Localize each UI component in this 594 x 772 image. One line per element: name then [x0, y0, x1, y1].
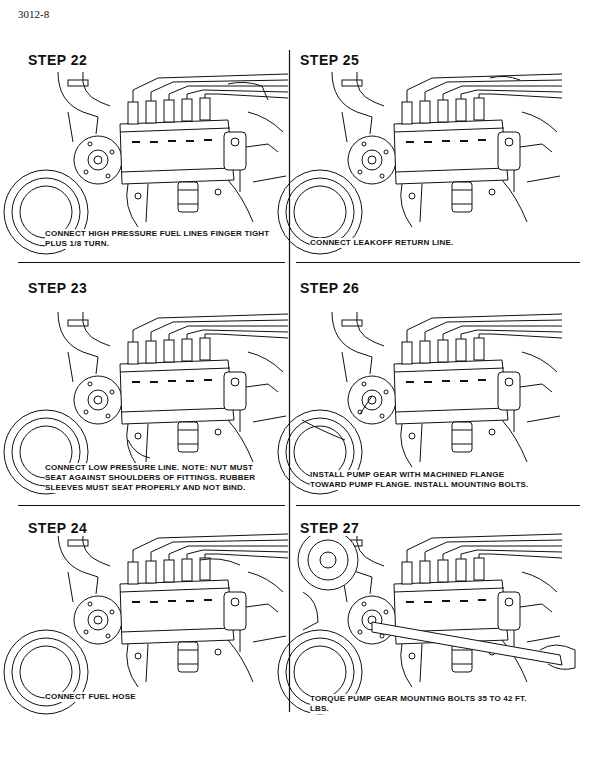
step-caption: CONNECT HIGH PRESSURE FUEL LINES FINGER … — [45, 229, 273, 249]
step-heading: STEP 23 — [28, 280, 87, 296]
step-heading: STEP 25 — [300, 52, 359, 68]
step-caption: CONNECT LEAKOFF RETURN LINE. — [310, 238, 453, 248]
step-heading: STEP 22 — [28, 52, 87, 68]
step-caption: CONNECT FUEL HOSE — [45, 692, 136, 702]
step-heading: STEP 26 — [300, 280, 359, 296]
page-number: 3012-8 — [18, 8, 49, 20]
step-heading: STEP 24 — [28, 520, 87, 536]
step-caption: TORQUE PUMP GEAR MOUNTING BOLTS 35 TO 42… — [310, 694, 532, 714]
step-caption: INSTALL PUMP GEAR WITH MACHINED FLANGE T… — [310, 470, 532, 490]
step-caption: CONNECT LOW PRESSURE LINE. NOTE: NUT MUS… — [45, 463, 277, 493]
step-heading: STEP 27 — [300, 520, 359, 536]
